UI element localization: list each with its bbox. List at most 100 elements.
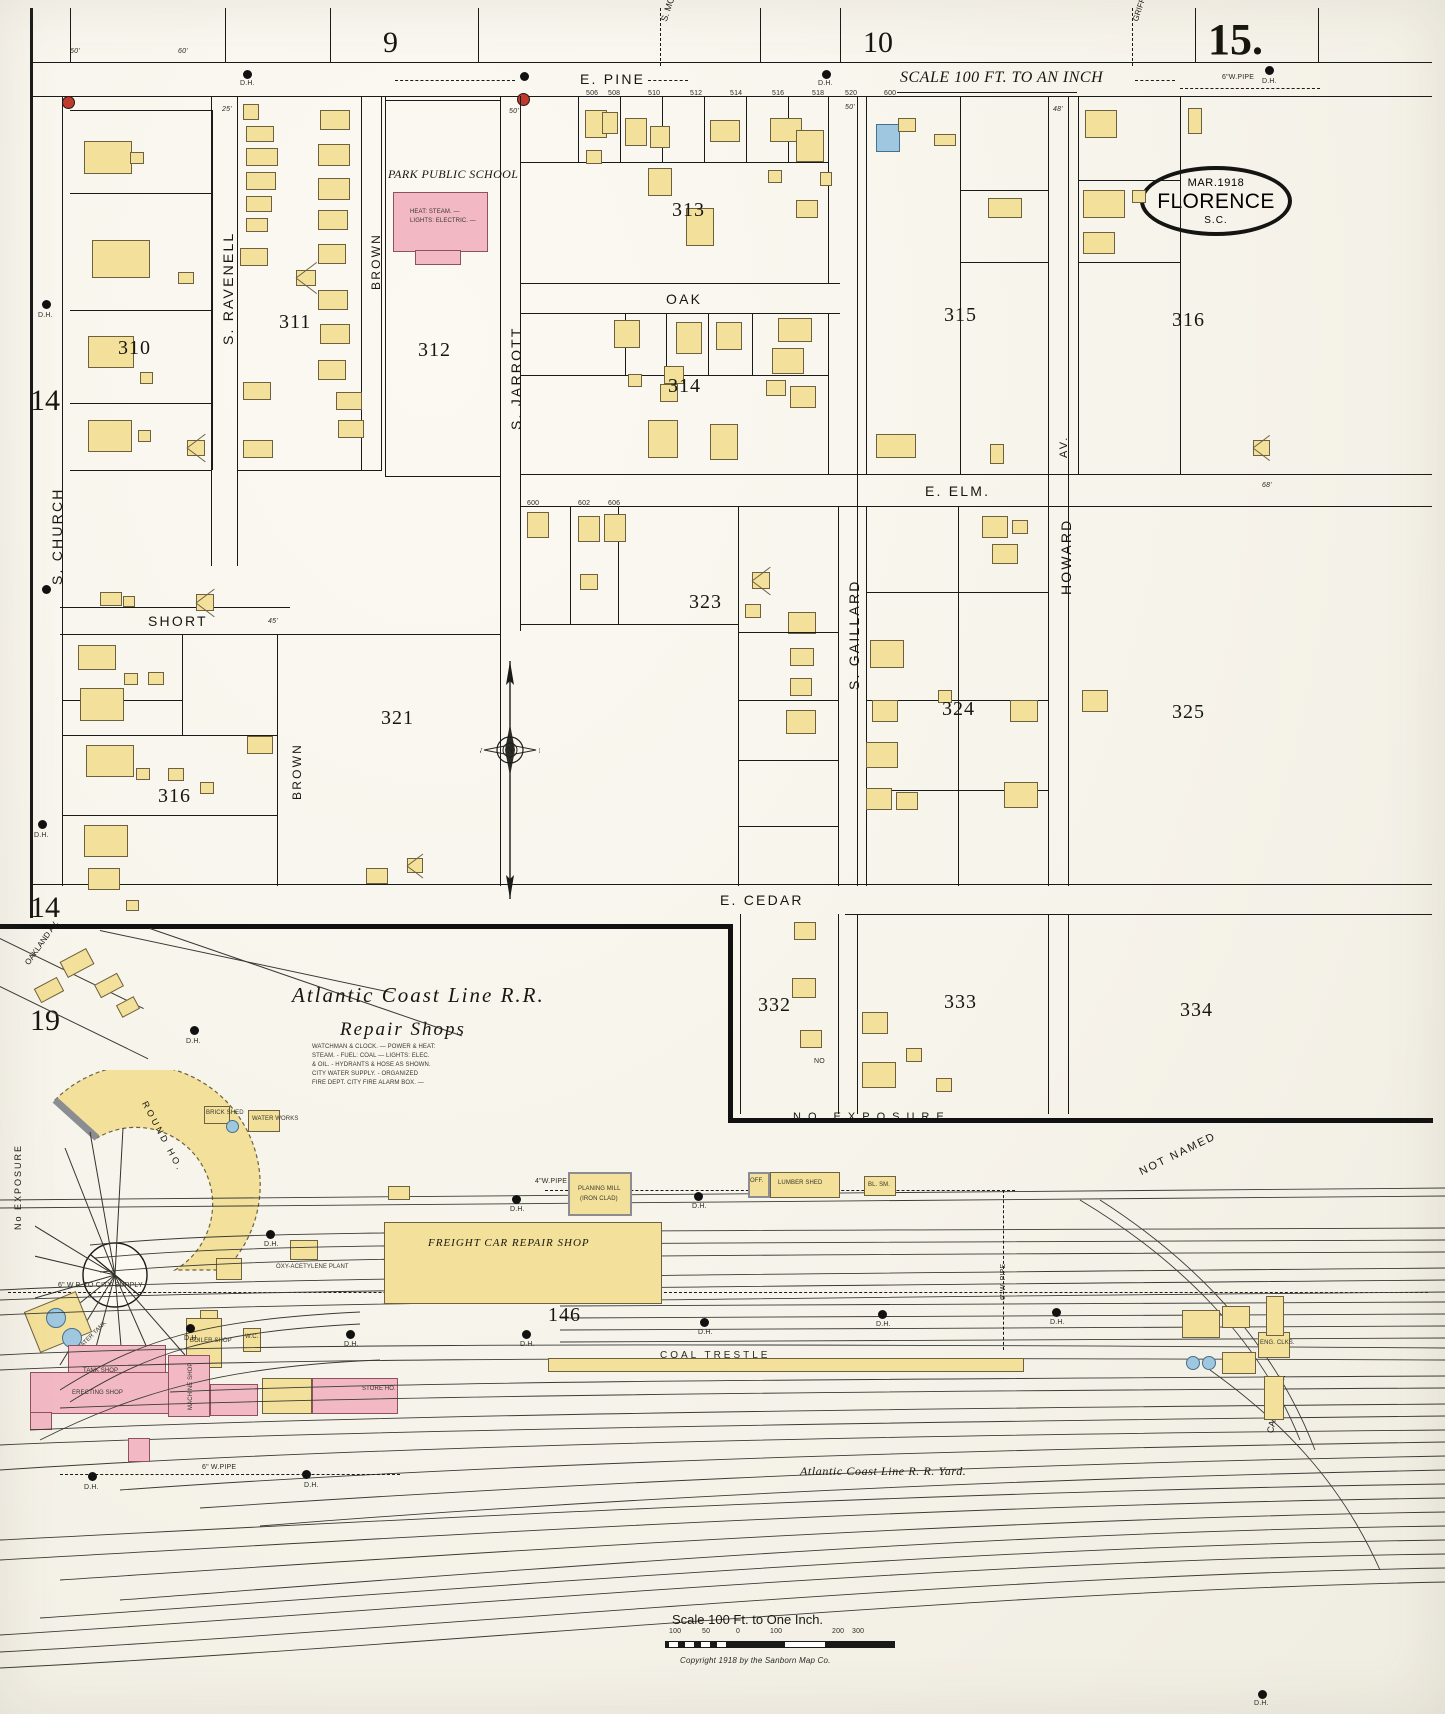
fire-alarm-box-2 (517, 93, 530, 106)
hydrant-yard-3 (266, 1230, 275, 1239)
lot-316-r2 (1078, 262, 1180, 264)
building-311-13 (318, 210, 348, 230)
building-313-10 (768, 170, 782, 183)
building-321-2 (124, 673, 138, 685)
street-line-short-north (60, 607, 290, 609)
building-316-1 (1085, 110, 1117, 138)
hydrant-label-y2: D.H. (692, 1203, 707, 1210)
hydrant-yard-4 (186, 1324, 195, 1333)
scale-seg-1 (668, 1641, 679, 1648)
block-label-334: 334 (1180, 999, 1213, 1021)
building-315-5 (990, 444, 1004, 464)
hydrant-bottom-1 (88, 1472, 97, 1481)
street-label-e-elm: E. ELM. (925, 483, 991, 499)
building-coal-trestle (548, 1358, 1024, 1372)
school-note-heat: HEAT: STEAM. — (410, 209, 460, 215)
hydrant-label-y9: D.H. (1050, 1319, 1065, 1326)
hydrant-label-oakland: D.H. (186, 1038, 201, 1045)
label-water-works: BRICK SHED (206, 1110, 244, 1116)
scale-bar-main (665, 1641, 895, 1648)
street-line-cedar-south (845, 914, 1432, 916)
building-313-11 (796, 200, 818, 218)
building-323-3 (604, 514, 626, 542)
block-label-313: 313 (672, 199, 705, 221)
lot-324-h2 (866, 700, 1048, 702)
lot-323-d2 (618, 506, 620, 624)
water-circle-1 (226, 1120, 239, 1133)
building-313-4 (625, 118, 647, 146)
lot-316-b (1078, 474, 1432, 476)
lot-310-c (70, 310, 212, 312)
label-planing-mill-sub: (IRON CLAD) (580, 1196, 618, 1202)
lot-314-d2 (666, 313, 668, 375)
building-brick-shed (248, 1110, 280, 1132)
building-314-3 (716, 322, 742, 350)
lot-316-r1 (1078, 180, 1180, 182)
hydrant-pine-far (1265, 66, 1274, 75)
building-yard-right-2 (1222, 1306, 1250, 1328)
lot-313-d1 (578, 96, 580, 162)
lot-323-r4 (738, 826, 838, 828)
building-water-works (204, 1106, 230, 1124)
school-note-lights: LIGHTS: ELECTRIC. — (410, 218, 476, 224)
scale-tick-0: 0 (736, 1628, 741, 1635)
building-311-15 (318, 290, 348, 310)
building-324-1 (982, 516, 1008, 538)
street-line-oak-south (520, 313, 840, 315)
hydrant-yard-7 (700, 1318, 709, 1327)
dim-68: 68' (1262, 482, 1272, 489)
neighbor-sheet-14b: 14 (30, 891, 60, 924)
pipe-griffin (1132, 8, 1133, 66)
hydrant-yard-6 (522, 1330, 531, 1339)
shops-title-line2: Repair Shops (340, 1019, 466, 1040)
building-315-3 (988, 198, 1022, 218)
lot-314-d3 (708, 313, 710, 375)
label-acl-yard: Atlantic Coast Line R. R. Yard. (800, 1464, 967, 1478)
water-pipe-pine (395, 80, 515, 81)
lot-323-r2 (738, 700, 838, 702)
hydrant-church-3 (38, 820, 47, 829)
lot-313-d4 (704, 96, 706, 162)
lot-315-b (866, 474, 1048, 476)
building-324-8 (866, 788, 892, 810)
lot-315-l (866, 96, 868, 474)
building-324-6 (938, 690, 952, 703)
hydrant-yard-2 (694, 1192, 703, 1201)
building-323-1 (527, 512, 549, 538)
building-311-9 (243, 440, 273, 458)
section-divider-rule-lower (728, 1118, 1433, 1123)
lot-334-l (1068, 914, 1070, 1114)
building-store-house (312, 1378, 398, 1414)
label-lumber-office: OFF. (750, 1178, 764, 1184)
shops-note-3: & OIL. - HYDRANTS & HOSE AS SHOWN. (312, 1062, 431, 1068)
building-313-3 (586, 150, 602, 164)
building-314-12 (660, 384, 678, 402)
hydrant-label-2: D.H. (818, 80, 833, 87)
scale-tick-100r: 100 (770, 1628, 783, 1635)
lot-323-r1 (738, 632, 838, 634)
building-313-6 (648, 168, 672, 196)
street-line-mcqueen (760, 8, 762, 62)
lot-324-m (958, 506, 960, 886)
pipe-label-6in-yard: 6" W. PIPE (1000, 1263, 1007, 1300)
building-324-10 (1010, 700, 1038, 722)
label-tank-shop: TANK SHOP (83, 1368, 119, 1374)
building-321-9 (84, 825, 128, 857)
building-314-8 (766, 380, 786, 396)
street-line-elm-south (520, 506, 1432, 508)
building-316-5 (1083, 232, 1115, 254)
street-line-ravenell-west (211, 96, 213, 566)
building-311-shed (296, 270, 316, 286)
hydrant-label-5: D.H. (1262, 78, 1277, 85)
building-planing-mill (568, 1172, 632, 1216)
street-label-e-pine: E. PINE (580, 71, 646, 87)
building-314-10 (648, 420, 678, 458)
street-label-av: AV. (1058, 435, 1070, 458)
lot-332-l (740, 914, 742, 1114)
house-number-508: 508 (608, 90, 621, 97)
block-label-312: 312 (418, 339, 451, 361)
building-314-6 (628, 374, 642, 387)
building-311-5 (246, 196, 272, 212)
building-311-16 (320, 324, 350, 344)
